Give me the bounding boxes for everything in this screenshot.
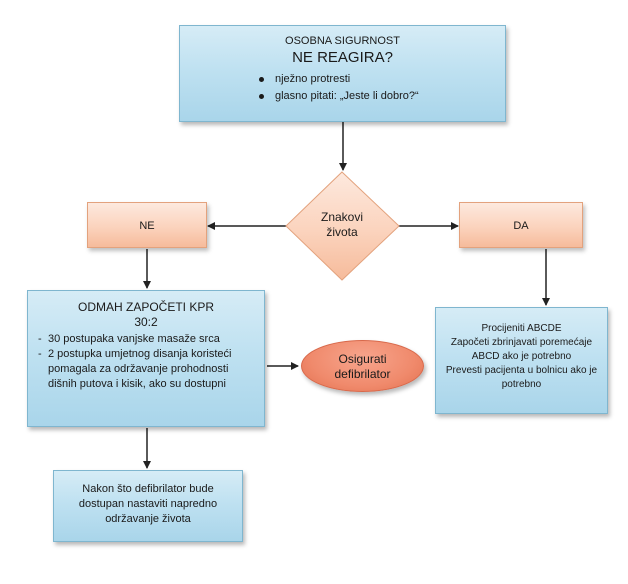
cpr-steps-list: 30 postupaka vanjske masaže srca 2 postu… xyxy=(36,332,256,392)
ne-box: NE xyxy=(87,202,207,248)
decision-line-2: života xyxy=(326,225,358,239)
abcde-box: Procijeniti ABCDE Započeti zbrinjavati p… xyxy=(435,307,608,414)
cpr-title-line-1: ODMAH ZAPOČETI KPR xyxy=(77,300,214,314)
decision-label: Znakovi života xyxy=(296,210,388,240)
list-item: glasno pitati: „Jeste li dobro?“ xyxy=(255,88,505,105)
defib-line-1: Osigurati xyxy=(338,352,387,366)
unresponsive-title: NE REAGIRA? xyxy=(292,49,393,66)
decision-line-1: Znakovi xyxy=(320,210,364,224)
list-item: nježno protresti xyxy=(255,71,505,88)
abcde-line-3: Prevesti pacijenta u bolnicu ako je potr… xyxy=(445,365,598,390)
check-steps-list: nježno protresti glasno pitati: „Jeste l… xyxy=(255,71,505,105)
abcde-line-1: Procijeniti ABCDE xyxy=(481,323,562,334)
defibrillator-oval: Osigurati defibrilator xyxy=(301,340,424,392)
defib-line-2: defibrilator xyxy=(334,367,391,381)
safety-check-box: OSOBNA SIGURNOST NE REAGIRA? nježno prot… xyxy=(179,25,506,122)
da-box: DA xyxy=(459,202,583,248)
ne-label: NE xyxy=(139,220,155,232)
list-item: 2 postupka umjetnog disanja koristeći po… xyxy=(36,347,256,392)
safety-heading: OSOBNA SIGURNOST xyxy=(285,35,400,47)
advanced-support-text: Nakon što defibrilator bude dostupan nas… xyxy=(78,483,218,525)
cpr-box: ODMAH ZAPOČETI KPR 30:2 30 postupaka van… xyxy=(27,290,265,427)
abcde-line-2: Započeti zbrinjavati poremećaje ABCD ako… xyxy=(450,337,593,362)
list-item: 30 postupaka vanjske masaže srca xyxy=(36,332,256,347)
da-label: DA xyxy=(513,220,529,232)
advanced-support-box: Nakon što defibrilator bude dostupan nas… xyxy=(53,470,243,542)
cpr-title-line-2: 30:2 xyxy=(134,315,158,329)
